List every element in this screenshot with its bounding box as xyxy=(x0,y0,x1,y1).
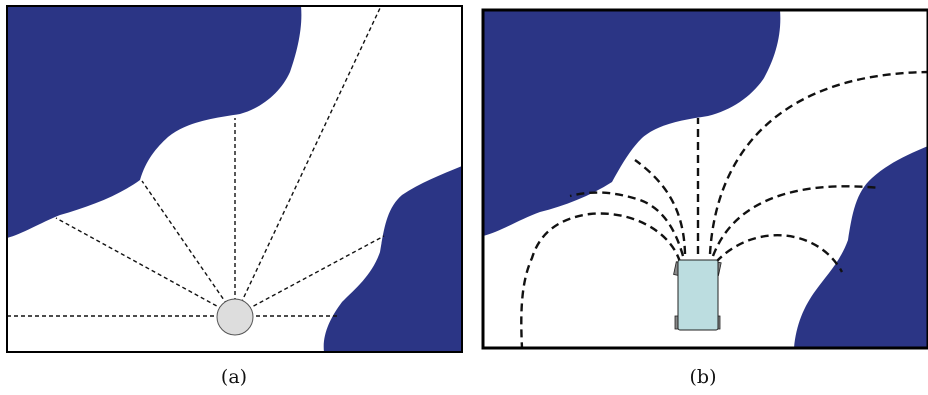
panel-b xyxy=(470,0,928,360)
ray xyxy=(142,181,235,316)
path xyxy=(716,235,842,272)
panel-a xyxy=(0,0,470,360)
path xyxy=(521,213,680,348)
car-body xyxy=(678,260,718,330)
circular-robot xyxy=(217,299,253,335)
panel-b-label: (b) xyxy=(673,366,733,388)
obstacle-bottom-right xyxy=(794,146,928,348)
obstacle-top-left xyxy=(483,10,780,236)
car-robot xyxy=(674,260,722,330)
obstacle-top-left xyxy=(7,6,301,238)
ray xyxy=(56,218,235,316)
path xyxy=(570,193,683,256)
panel-a-label: (a) xyxy=(204,366,264,388)
obstacle-bottom-right xyxy=(324,166,462,352)
